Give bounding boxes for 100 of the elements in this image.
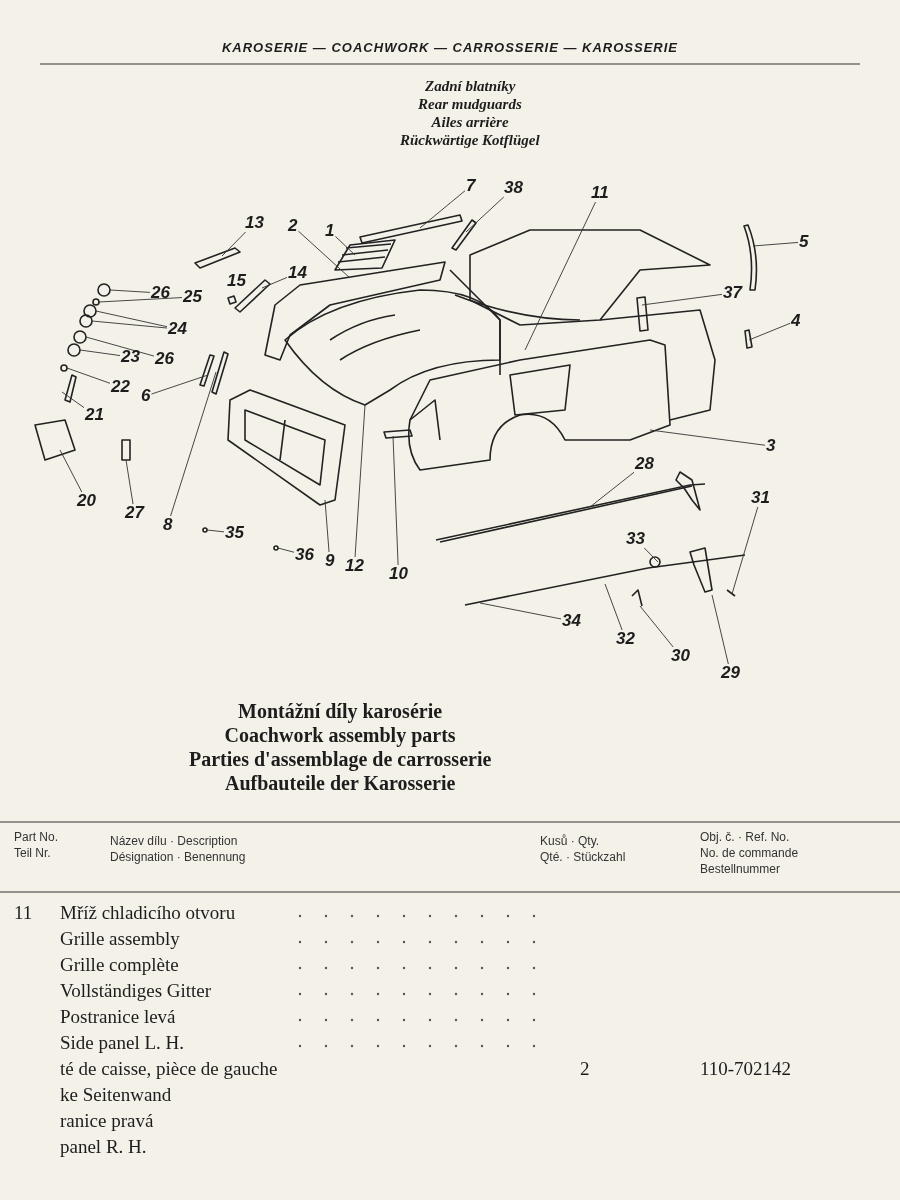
table-cell: Grille complète (60, 954, 179, 976)
leader-line (639, 605, 674, 648)
caption-text: Parties d'assemblage de carrosserie (189, 748, 492, 771)
leader-line (731, 506, 759, 595)
leader-line (465, 196, 505, 233)
caption-text: Coachwork assembly parts (224, 724, 456, 747)
callout-number: 10 (388, 565, 409, 583)
callout-number: 13 (244, 214, 265, 232)
column-header: Part No. (14, 830, 58, 844)
table-cell: ke Seitenwand (60, 1084, 172, 1106)
callout-number: 1 (324, 222, 336, 240)
callout-number: 35 (224, 524, 245, 542)
callout-number: 8 (162, 516, 174, 534)
callout-number: 11 (590, 184, 610, 202)
leader-line (392, 435, 399, 566)
column-header: Désignation · Benennung (110, 850, 246, 864)
leader-line (324, 499, 330, 553)
leader-line (649, 429, 766, 446)
leader-line (604, 583, 623, 631)
callout-number: 9 (324, 552, 336, 570)
leader-line (641, 293, 723, 306)
callout-number: 28 (634, 455, 655, 473)
callout-number: 33 (625, 530, 646, 548)
callout-number: 12 (344, 557, 365, 575)
callout-number: 14 (287, 264, 308, 282)
subtitle: Zadní blatníky (425, 78, 516, 95)
callout-number: 23 (120, 348, 141, 366)
leader-line (354, 404, 366, 558)
leader-line (752, 242, 799, 247)
leader-line (419, 190, 466, 229)
callout-number: 6 (140, 387, 152, 405)
callout-number: 4 (790, 312, 802, 330)
column-header: Obj. č. · Ref. No. (700, 830, 790, 844)
callout-number: 25 (182, 288, 203, 306)
leader-line (125, 459, 134, 505)
leader-line (66, 367, 111, 384)
callout-number: 30 (670, 647, 691, 665)
column-header: Název dílu · Description (110, 834, 238, 848)
subtitle: Ailes arrière (431, 114, 509, 131)
leader-line (298, 230, 351, 279)
leader-line (748, 322, 791, 341)
callout-number: 24 (167, 320, 188, 338)
leader-line (98, 297, 183, 303)
leader-line (261, 276, 288, 289)
leader-line (524, 201, 596, 351)
table-cell: ranice pravá (60, 1110, 154, 1132)
table-cell: 11 (14, 902, 33, 924)
leader-line (91, 320, 168, 329)
column-header: Bestellnummer (700, 862, 781, 876)
table-cell: 2 (580, 1058, 590, 1080)
callout-number: 15 (226, 272, 247, 290)
column-header: Qté. · Stückzahl (540, 850, 626, 864)
callout-number: 26 (154, 350, 175, 368)
callout-number: 31 (750, 489, 771, 507)
leader-line (221, 231, 247, 257)
callout-number: 20 (76, 492, 97, 510)
callout-number: 36 (294, 546, 315, 564)
leader-line (59, 449, 83, 493)
caption-text: Montážní díly karosérie (238, 700, 443, 723)
table-cell: 110-702142 (700, 1058, 792, 1080)
callout-number: 27 (124, 504, 145, 522)
leader-line (711, 594, 729, 665)
callout-number: 7 (465, 177, 477, 195)
leader-line (61, 391, 85, 409)
leader-line (170, 371, 217, 517)
table-cell: Postranice levá (60, 1006, 176, 1028)
callout-number: 2 (287, 217, 299, 235)
callout-number: 5 (798, 233, 810, 251)
callout-number: 29 (720, 664, 741, 682)
column-header: Teil Nr. (14, 846, 51, 860)
table-cell: té de caisse, pièce de gauche (60, 1058, 278, 1080)
section-heading: KAROSERIE — COACHWORK — CARROSSERIE — KAROSSERIE (220, 40, 680, 55)
leader-line (151, 374, 209, 395)
callout-number: 38 (503, 179, 524, 197)
table-cell: Grille assembly (60, 928, 180, 950)
callout-number: 34 (561, 612, 582, 630)
leader-line (109, 289, 151, 293)
column-header: Kusů · Qty. (540, 834, 600, 848)
leader-line (479, 602, 562, 620)
leader-line (95, 310, 168, 328)
callout-number: 22 (110, 378, 131, 396)
callout-number: 26 (150, 284, 171, 302)
callout-number: 3 (765, 437, 777, 455)
leader-line (277, 547, 295, 553)
caption-text: Aufbauteile der Karosserie (225, 772, 456, 795)
leader-line (79, 349, 121, 356)
leader-line (335, 236, 356, 256)
callout-number: 37 (722, 284, 743, 302)
leader-line (589, 471, 635, 508)
callout-number: 32 (615, 630, 636, 648)
table-cell: Side panel L. H. (60, 1032, 184, 1054)
column-header: No. de commande (700, 846, 799, 860)
leader-line (85, 336, 155, 357)
callout-number: 21 (84, 406, 105, 424)
leader-line (643, 547, 659, 563)
leader-line (206, 529, 225, 533)
table-cell: panel R. H. (60, 1136, 147, 1158)
table-cell: Vollständiges Gitter (60, 980, 212, 1002)
table-cell: Mříž chladicího otvoru (60, 902, 236, 924)
subtitle: Rear mudguards (418, 96, 522, 113)
